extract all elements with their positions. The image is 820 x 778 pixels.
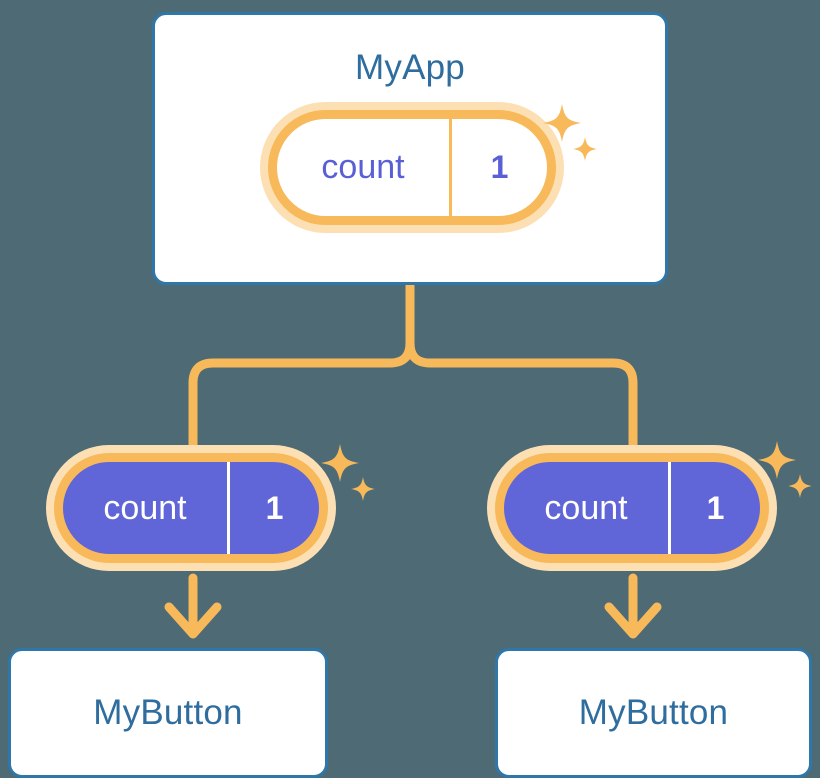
state-pill-root[interactable]: count 1 (268, 110, 556, 225)
state-pill-root-value: 1 (449, 119, 547, 216)
connector-root-to-right-pill (405, 280, 638, 450)
connector-root-to-left-pill (188, 280, 415, 450)
component-card-mybutton-0[interactable]: MyButton (8, 648, 328, 778)
state-pill-branch-1-value: 1 (668, 462, 760, 554)
arrow-head-right (604, 602, 662, 639)
state-pill-branch-0[interactable]: count 1 (54, 453, 328, 563)
arrow-head-left (164, 602, 222, 639)
state-pill-root-key: count (321, 148, 405, 186)
state-pill-branch-1-key: count (544, 488, 628, 527)
component-title-mybutton-1: MyButton (578, 693, 729, 732)
state-pill-branch-0-value: 1 (227, 462, 319, 554)
component-title-myapp: MyApp (355, 48, 465, 87)
state-pill-branch-1[interactable]: count 1 (495, 453, 769, 563)
component-card-mybutton-1[interactable]: MyButton (495, 648, 812, 778)
component-title-mybutton-0: MyButton (93, 693, 243, 732)
state-pill-branch-0-key: count (103, 488, 187, 527)
